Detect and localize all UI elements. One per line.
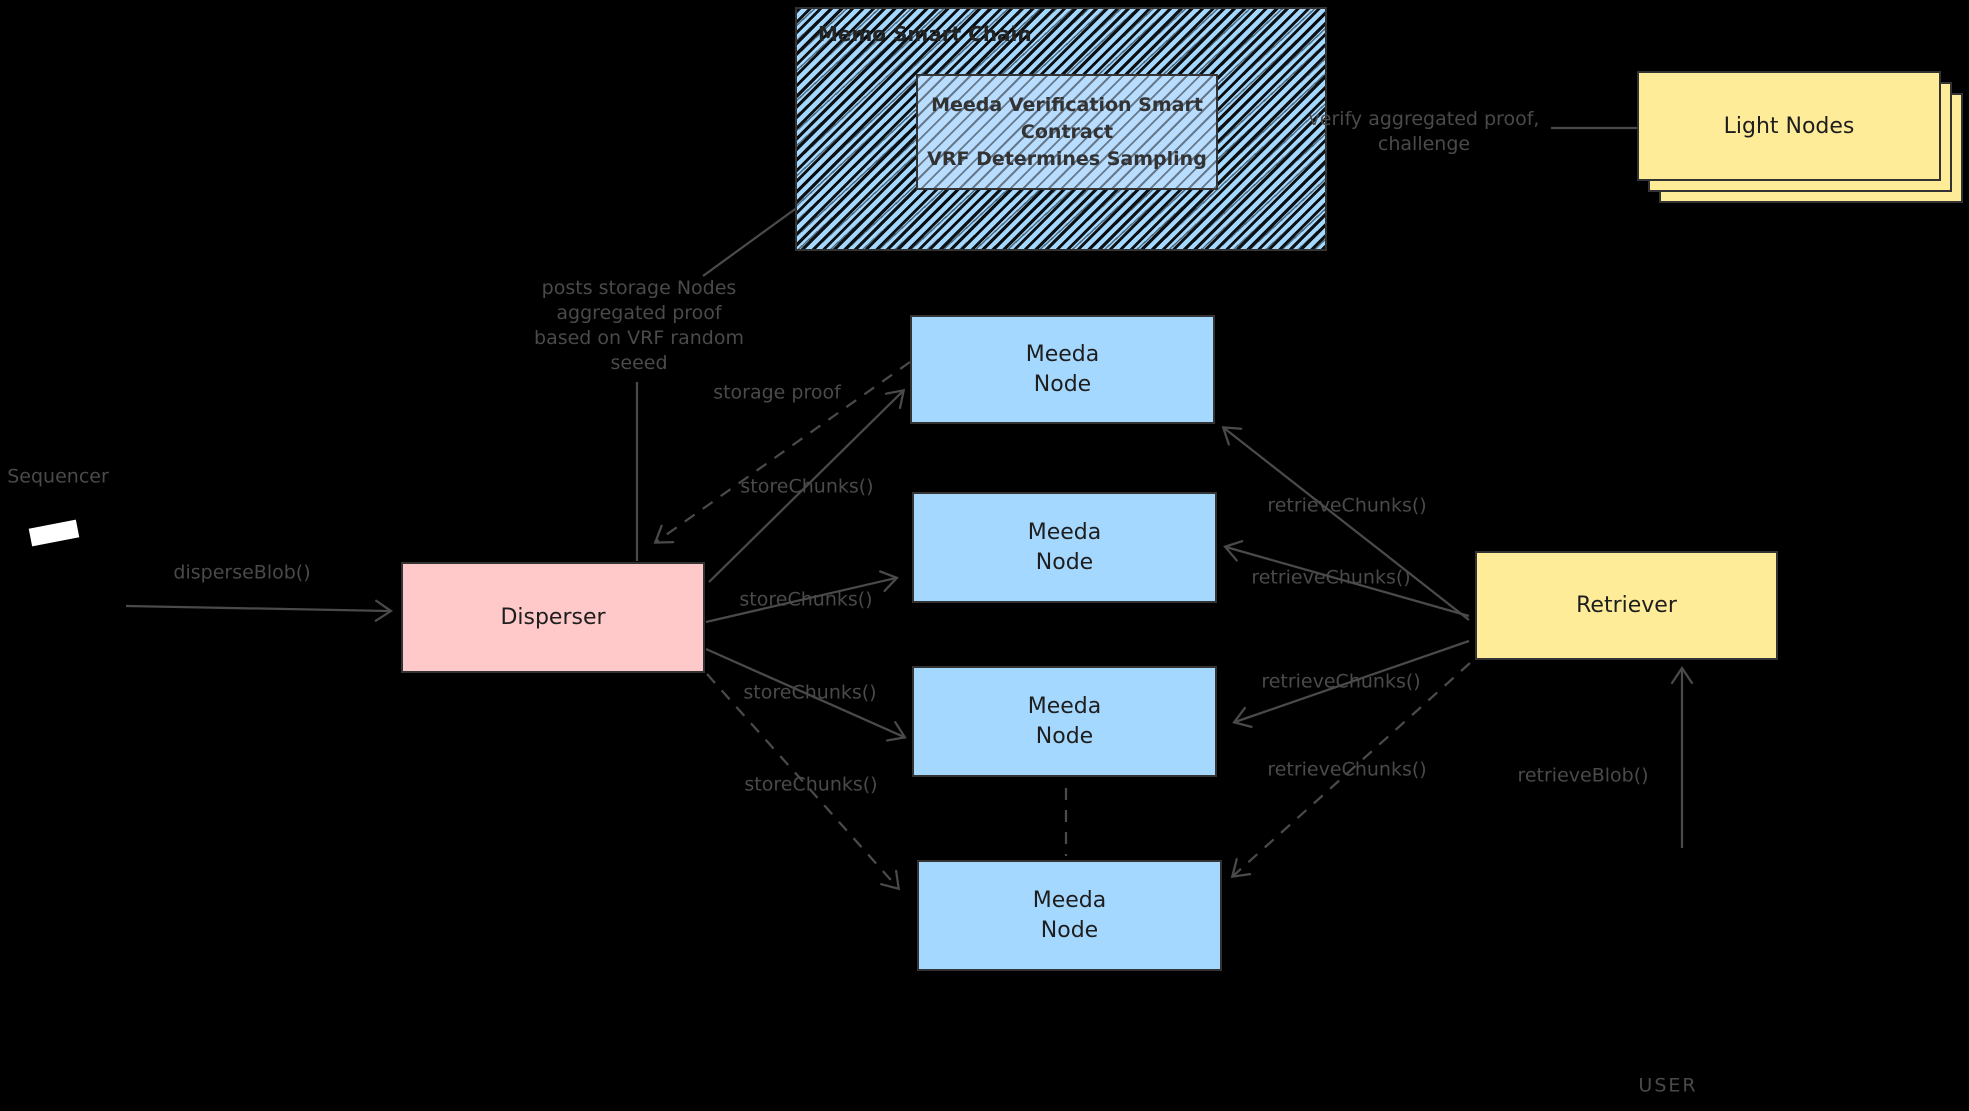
light-nodes-label: Light Nodes [1723,113,1855,139]
meeda-node-1-line-1: Meeda [1025,341,1100,367]
meeda-node-2-box: Meeda Node [912,492,1217,603]
retriever-box: Retriever [1475,551,1778,660]
sequencer-icon [28,519,80,547]
contract-line-1: Meeda Verification Smart [931,93,1203,116]
retrieve-chunks-3-label: retrieveChunks() [1261,670,1421,693]
edge-disperse-blob [125,599,394,622]
contract-line-2: Contract [1020,120,1114,143]
meeda-node-2-line-1: Meeda [1027,519,1102,545]
store-chunks-2-label: storeChunks() [739,588,873,611]
posts-storage-proof-label: posts storage Nodes aggregated proof bas… [509,276,769,376]
user-label: USER [1638,1074,1698,1097]
retrieve-chunks-2-label: retrieveChunks() [1251,566,1411,589]
posts-line-2: aggregated proof [556,302,722,324]
meeda-node-4-line-1: Meeda [1032,887,1107,913]
retrieve-blob-label: retrieveBlob() [1517,764,1649,787]
contract-line-3: VRF Determines Sampling [927,147,1207,170]
store-chunks-3-label: storeChunks() [743,681,877,704]
verify-label: verify aggregated proof, challenge [1254,107,1594,157]
meeda-node-3-line-1: Meeda [1027,693,1102,719]
retrieve-chunks-1-label: retrieveChunks() [1267,494,1427,517]
verify-line-1: verify aggregated proof, [1308,108,1540,130]
sequencer-label: Sequencer [7,465,109,488]
posts-line-4: seeed [610,352,668,374]
store-chunks-1-label: storeChunks() [740,475,874,498]
meeda-node-2-line-2: Node [1035,549,1094,575]
meeda-node-4-line-2: Node [1040,917,1099,943]
light-nodes-box: Light Nodes [1637,71,1941,181]
store-chunks-4-label: storeChunks() [744,773,878,796]
meeda-node-3-box: Meeda Node [912,666,1217,777]
posts-line-3: based on VRF random [534,327,744,349]
edge-retrieve-chunks-1 [1221,426,1470,621]
storage-proof-label: storage proof [713,381,841,404]
memo-smart-chain-title: Memo Smart Chain [818,22,1032,46]
meeda-node-3-line-2: Node [1035,723,1094,749]
verification-contract-box: Meeda Verification Smart Contract VRF De… [916,74,1218,190]
meeda-node-4-box: Meeda Node [917,860,1222,971]
meeda-node-1-box: Meeda Node [910,315,1215,424]
retrieve-chunks-4-label: retrieveChunks() [1267,758,1427,781]
disperse-blob-label: disperseBlob() [173,561,311,584]
disperser-box: Disperser [401,562,705,673]
verify-line-2: challenge [1377,133,1471,155]
meeda-node-1-line-2: Node [1033,371,1092,397]
retriever-label: Retriever [1576,593,1677,618]
disperser-label: Disperser [500,605,606,630]
posts-line-1: posts storage Nodes [541,277,737,299]
